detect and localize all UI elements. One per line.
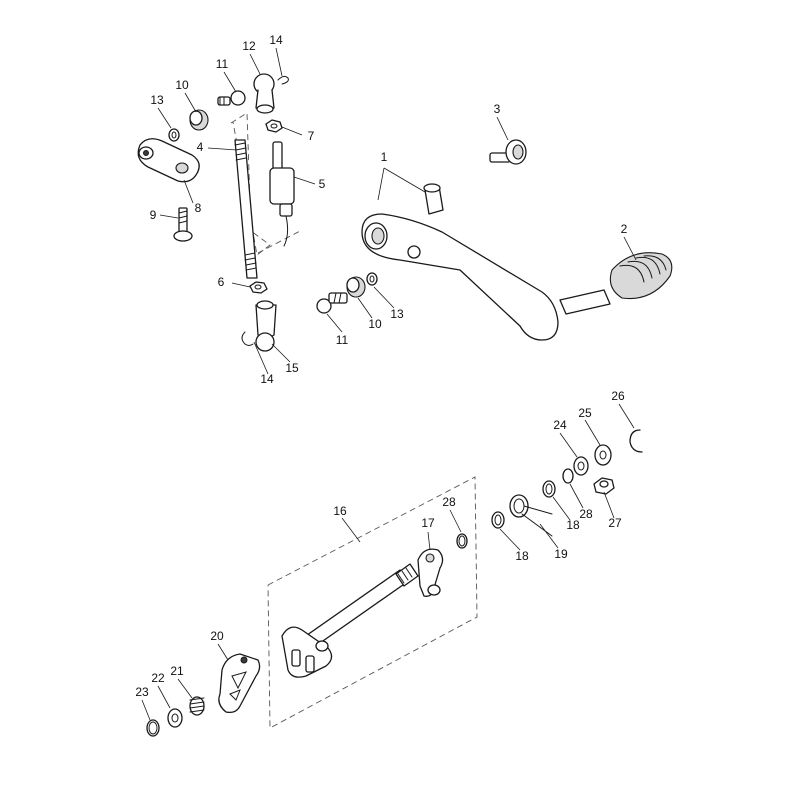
callout-14-upper: 14 xyxy=(269,33,283,47)
o-ring-part-28-left xyxy=(456,533,468,549)
o-ring-part-28-right xyxy=(562,468,574,484)
callout-9: 9 xyxy=(150,208,157,222)
callout-4: 4 xyxy=(197,140,204,154)
ball-stud-part-11-lower xyxy=(316,292,348,314)
gear-pedal-part-2 xyxy=(361,213,673,341)
washer-part-25 xyxy=(594,444,612,466)
callout-15: 15 xyxy=(285,361,299,375)
clip-part-14-upper xyxy=(277,75,289,85)
selector-shaft-part-16 xyxy=(281,563,419,678)
pivot-bolt-part-3 xyxy=(489,139,527,165)
callout-10-lower: 10 xyxy=(368,317,382,331)
callout-27: 27 xyxy=(608,516,622,530)
detent-plate-part-20 xyxy=(218,653,261,714)
callout-20: 20 xyxy=(210,629,224,643)
washer-part-22 xyxy=(167,708,183,728)
callout-2: 2 xyxy=(621,222,628,236)
callout-8: 8 xyxy=(195,201,202,215)
callout-7: 7 xyxy=(308,129,315,143)
washer-part-13-lower xyxy=(366,272,378,286)
callout-17: 17 xyxy=(421,516,435,530)
washer-part-18-left xyxy=(491,511,505,529)
clip-part-14-lower xyxy=(241,331,254,346)
callout-25: 25 xyxy=(578,406,592,420)
callout-24: 24 xyxy=(553,418,567,432)
washer-part-13-upper xyxy=(168,128,180,142)
callout-19: 19 xyxy=(554,547,568,561)
leader-lines xyxy=(141,47,637,721)
callout-21: 21 xyxy=(170,664,184,678)
assembly-16-dashed-box xyxy=(267,476,478,729)
callout-28-left: 28 xyxy=(442,495,456,509)
callout-13-upper: 13 xyxy=(150,93,164,107)
spacer-part-10-upper xyxy=(189,109,209,131)
callout-12: 12 xyxy=(242,39,256,53)
spacer-part-10-lower xyxy=(346,276,366,298)
callout-18-right: 18 xyxy=(566,518,580,532)
nut-part-6 xyxy=(249,281,268,294)
callout-22: 22 xyxy=(151,671,165,685)
selector-claw-part-17 xyxy=(417,548,444,597)
callout-11-upper: 11 xyxy=(216,57,229,71)
rod-end-part-12 xyxy=(253,73,275,114)
callout-28-right: 28 xyxy=(579,507,593,521)
callout-16: 16 xyxy=(333,504,347,518)
washer-part-18-right xyxy=(542,480,556,498)
callout-18-left: 18 xyxy=(515,549,529,563)
callout-labels: 1 2 3 4 5 6 7 8 9 10 10 11 11 12 13 13 1… xyxy=(135,33,627,699)
callout-11-lower: 11 xyxy=(336,333,349,347)
washer-part-24 xyxy=(573,456,589,476)
nut-part-7 xyxy=(265,119,283,133)
assembly-5-dashed-box xyxy=(230,112,303,256)
callout-10-upper: 10 xyxy=(175,78,189,92)
bushing-part-1 xyxy=(423,183,444,215)
spring-part-21 xyxy=(189,696,205,716)
callout-14-lower: 14 xyxy=(260,372,274,386)
callout-13-lower: 13 xyxy=(390,307,404,321)
ball-stud-part-11-upper xyxy=(217,90,246,106)
circlip-part-26 xyxy=(629,429,643,453)
callout-23: 23 xyxy=(135,685,149,699)
rod-end-part-15 xyxy=(255,300,277,352)
shift-arm-part-8 xyxy=(137,138,200,183)
callout-1: 1 xyxy=(381,150,388,164)
callout-3: 3 xyxy=(494,102,501,116)
stopper-bolt-part-27 xyxy=(593,477,615,495)
callout-6: 6 xyxy=(218,275,225,289)
circlip-part-23 xyxy=(146,719,160,737)
callout-5: 5 xyxy=(319,177,326,191)
threaded-rod-part-4 xyxy=(234,139,258,279)
callout-26: 26 xyxy=(611,389,625,403)
bolt-part-9 xyxy=(173,207,193,242)
torsion-spring-part-19 xyxy=(509,494,553,537)
sensor-part-5 xyxy=(269,141,295,247)
